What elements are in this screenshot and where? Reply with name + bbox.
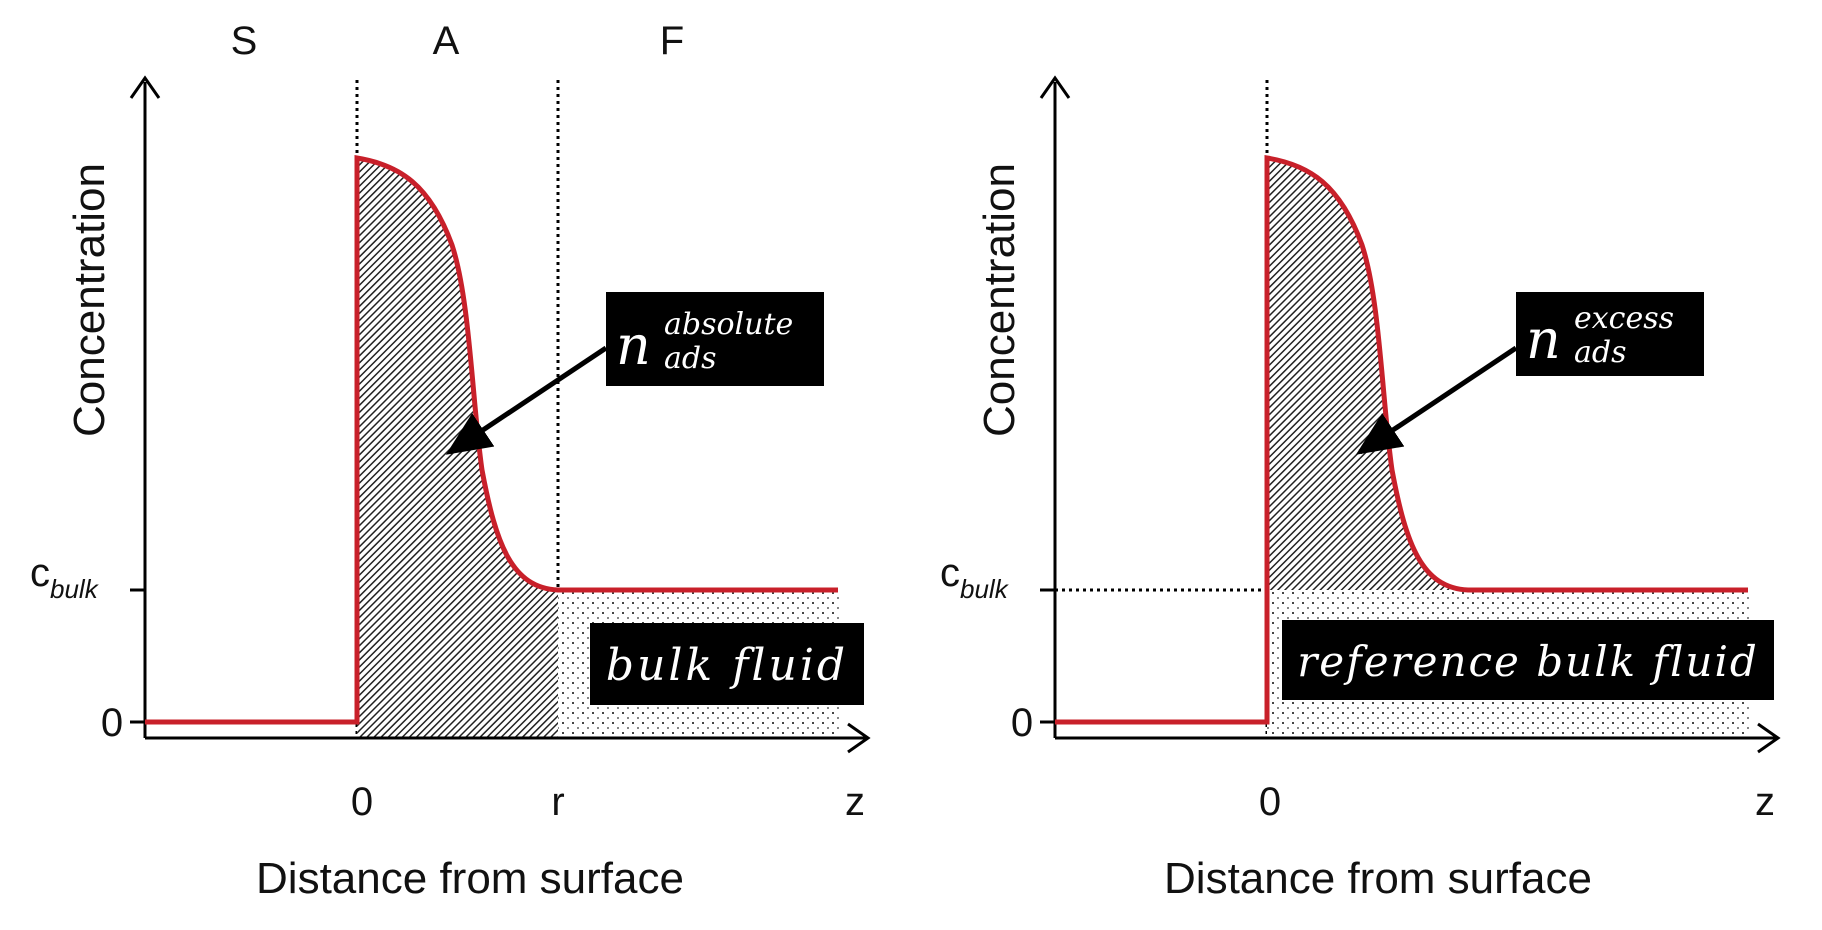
cbulk-sub: bulk xyxy=(960,574,1010,604)
n-absolute-sup: absolute xyxy=(664,307,793,342)
region-label-s: S xyxy=(231,19,258,63)
y-zero-label: 0 xyxy=(1011,701,1033,745)
bulk-fluid-label: bulk fluid xyxy=(606,640,848,691)
y-axis-arrowhead xyxy=(129,75,161,99)
y-axis-label: Concentration xyxy=(975,163,1024,437)
bulk-fluid-box xyxy=(590,623,864,705)
y-axis-label: Concentration xyxy=(65,163,114,437)
concentration-profile xyxy=(145,155,838,725)
n-excess-main: n xyxy=(1526,308,1561,371)
x-tick-zero: 0 xyxy=(351,780,373,824)
excess-arrow xyxy=(1355,345,1518,455)
x-axis-label: Distance from surface xyxy=(1164,854,1592,903)
n-absolute-main: n xyxy=(616,314,651,377)
x-axis-arrowhead xyxy=(1757,722,1781,754)
cbulk-main: c xyxy=(30,551,50,595)
x-axis-label: Distance from surface xyxy=(256,854,684,903)
reference-fluid-label: reference bulk fluid xyxy=(1297,637,1759,686)
x-tick-z: z xyxy=(1755,780,1775,824)
reference-fluid-box xyxy=(1282,620,1774,700)
cbulk-label: cbulk xyxy=(940,551,1010,604)
n-absolute-box xyxy=(606,292,824,386)
x-tick-z: z xyxy=(845,780,865,824)
n-excess-sup: excess xyxy=(1574,301,1674,336)
cbulk-main: c xyxy=(940,551,960,595)
x-tick-zero: 0 xyxy=(1259,780,1281,824)
n-excess-sub: ads xyxy=(1574,335,1627,370)
n-absolute-label: n absolute ads xyxy=(616,307,798,377)
excess-area xyxy=(1267,158,1468,590)
region-label-a: A xyxy=(433,19,460,63)
left-panel: S A F Concentration cbulk 0 0 r z Distan… xyxy=(30,19,871,903)
n-excess-box xyxy=(1516,292,1704,376)
n-excess-label: n excess ads xyxy=(1526,301,1679,371)
cbulk-sub: bulk xyxy=(50,574,100,604)
x-tick-r: r xyxy=(551,780,564,824)
region-label-f: F xyxy=(660,19,684,63)
right-panel: Concentration cbulk 0 0 z Distance from … xyxy=(940,75,1781,903)
x-axis-arrowhead xyxy=(847,722,871,754)
y-axis-arrowhead xyxy=(1039,75,1071,99)
concentration-profile xyxy=(1055,155,1748,725)
y-zero-label: 0 xyxy=(101,701,123,745)
absolute-arrow xyxy=(445,345,608,455)
n-absolute-sub: ads xyxy=(664,341,717,376)
cbulk-label: cbulk xyxy=(30,551,100,604)
